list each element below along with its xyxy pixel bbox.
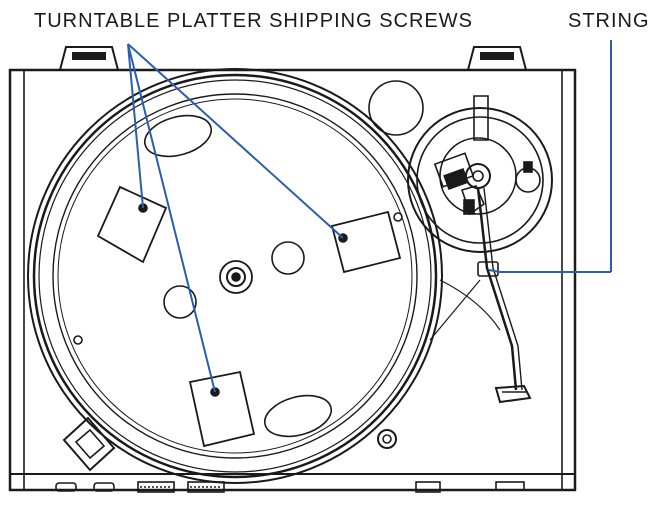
turntable-chassis	[8, 68, 577, 492]
tonearm-base	[407, 95, 553, 253]
string-label: STRING	[568, 10, 650, 32]
tonearm	[476, 187, 532, 404]
shipping-screws-label: TURNTABLE PLATTER SHIPPING SCREWS	[34, 10, 473, 32]
platter-cutout-bottom	[263, 394, 333, 438]
platter-rim-dot	[393, 212, 403, 222]
platter-hole	[163, 285, 197, 319]
spindle	[219, 260, 253, 294]
chassis-recess	[368, 80, 424, 136]
start-stop-knob	[377, 429, 397, 449]
shipping-screw-plate-3	[188, 370, 256, 448]
platter-rim-dot	[73, 335, 83, 345]
dust-cover-hinge-right	[467, 46, 527, 71]
platter-cutout-top	[143, 114, 213, 158]
shipping-screw-plate-2	[330, 210, 402, 274]
platter-hole	[271, 241, 305, 275]
dust-cover-hinge-left	[59, 46, 119, 71]
strobe-lamp	[62, 416, 116, 472]
control-strip	[55, 481, 525, 493]
leader-lines	[127, 40, 612, 393]
platter	[27, 68, 443, 484]
shipping-screw-plate-1	[96, 185, 168, 264]
